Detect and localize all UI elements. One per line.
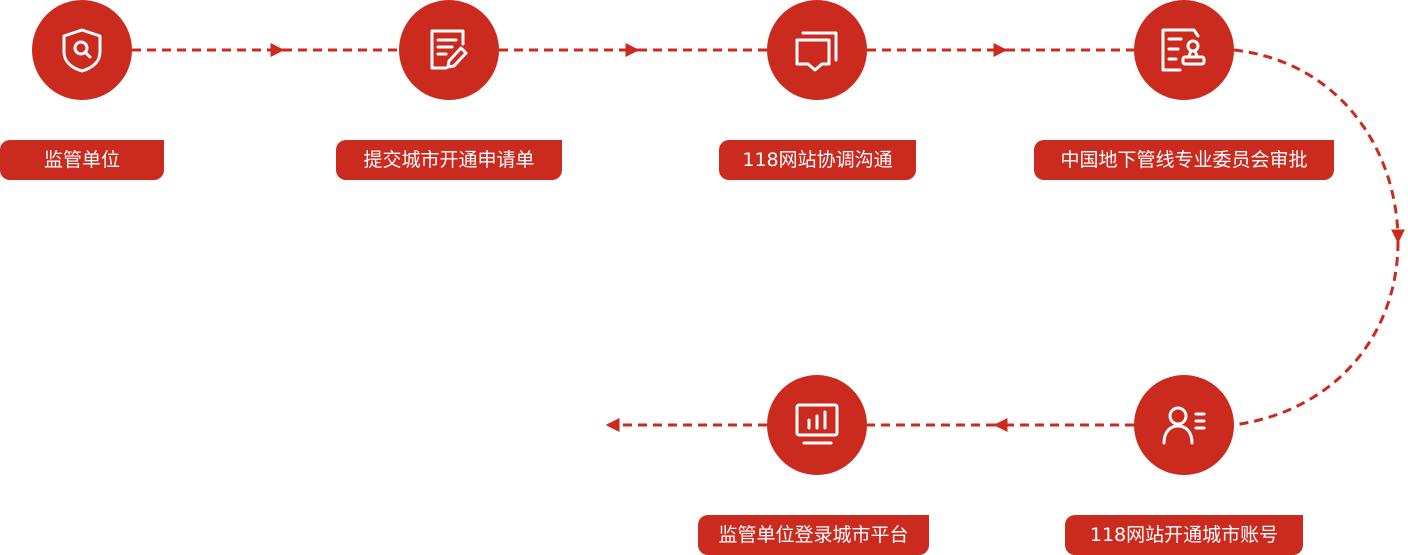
step-6-label: 监管单位登录城市平台	[698, 515, 929, 555]
step-5-label: 118网站开通城市账号	[1065, 515, 1303, 555]
step-5-circle	[1134, 375, 1234, 475]
step-3-circle	[767, 0, 867, 100]
document-edit-icon	[430, 29, 468, 70]
step-2-label: 提交城市开通申请单	[336, 140, 562, 180]
step-4-label: 中国地下管线专业委员会审批	[1034, 140, 1334, 180]
shield-search-icon	[62, 28, 102, 73]
step-1-label: 监管单位	[0, 140, 164, 180]
step-4-circle	[1134, 0, 1234, 100]
monitor-chart-icon	[795, 403, 839, 445]
step-1-circle	[32, 0, 132, 100]
connector-4-5	[1233, 48, 1405, 244]
user-account-icon	[1162, 406, 1206, 445]
approval-stamp-icon	[1161, 28, 1206, 72]
step-3-label: 118网站协调沟通	[719, 140, 916, 180]
chat-icon	[795, 31, 838, 72]
step-2-circle	[399, 0, 499, 100]
